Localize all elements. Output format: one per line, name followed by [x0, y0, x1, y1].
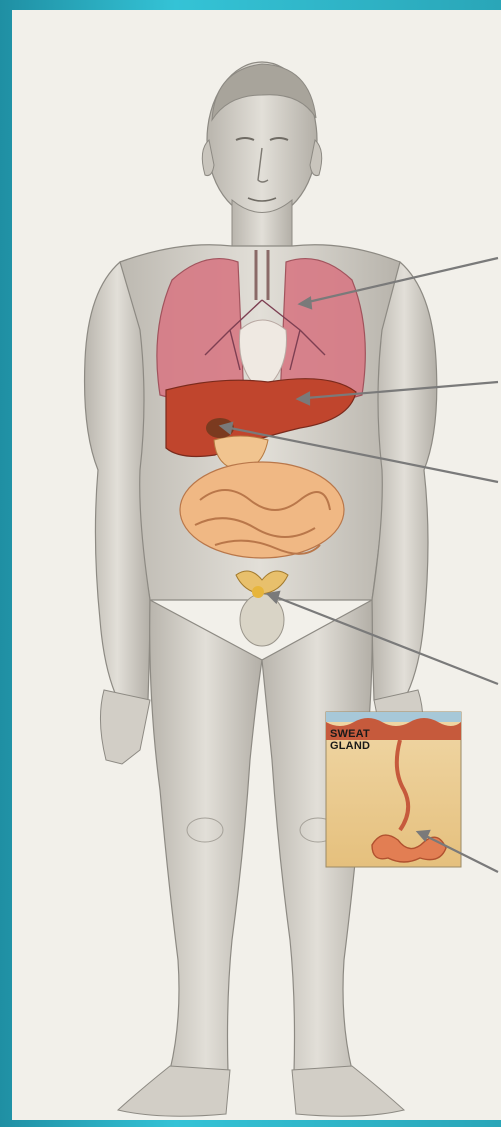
- foot-left: [118, 1066, 230, 1116]
- intestines: [180, 462, 344, 558]
- reproductive-organs: [236, 571, 288, 646]
- sweat-gland-label: SWEAT GLAND: [330, 728, 394, 752]
- sweat-gland-label-line2: GLAND: [330, 740, 394, 752]
- sweat-gland-label-line1: SWEAT: [330, 728, 394, 740]
- leg-left: [150, 600, 262, 1072]
- hand-left: [100, 690, 150, 764]
- foot-right: [292, 1066, 404, 1116]
